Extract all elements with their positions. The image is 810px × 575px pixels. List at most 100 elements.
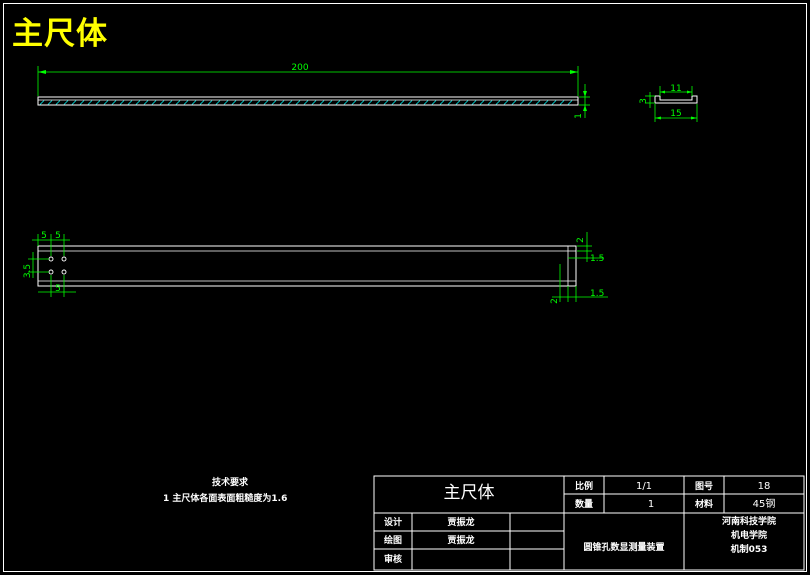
- profile-top-text: 11: [670, 84, 681, 94]
- hatch-line: [271, 100, 277, 105]
- hatch-line: [71, 100, 77, 105]
- hatch-line: [543, 100, 549, 105]
- hatch-line: [183, 100, 189, 105]
- hatch-line: [263, 100, 269, 105]
- hatch-line: [151, 100, 157, 105]
- hatch-line: [127, 100, 133, 105]
- hatch-line: [215, 100, 221, 105]
- length-dim-text: 200: [291, 63, 308, 73]
- hatch-line: [343, 100, 349, 105]
- hatch-line: [255, 100, 261, 105]
- hatch-line: [359, 100, 365, 105]
- tech-item-1: 1 主尺体各面表面粗糙度为1.6: [163, 492, 287, 504]
- tb-drawer: 贾振龙: [447, 534, 474, 546]
- drawing-border: [3, 3, 807, 572]
- hole-bottom-text: 5: [55, 284, 61, 294]
- side-height-text: 1: [574, 113, 584, 119]
- hatch-line: [55, 100, 61, 105]
- right-1-5a-text: 1.5: [590, 254, 604, 264]
- tb-department: 机电学院: [731, 529, 767, 541]
- hatch-line: [535, 100, 541, 105]
- hatch-line: [247, 100, 253, 105]
- profile-top-arrow-right: [687, 90, 692, 94]
- top-view: 5 5 3.5 5 2 1.5 2 1.5: [23, 231, 608, 304]
- hatch-line: [399, 100, 405, 105]
- front-view-body: [37, 96, 579, 106]
- hatch-line: [135, 100, 141, 105]
- hatch-line: [447, 100, 453, 105]
- hatch-line: [503, 100, 509, 105]
- hatch-line: [367, 100, 373, 105]
- height-arrow-top: [583, 91, 587, 97]
- hatch-line: [519, 100, 525, 105]
- tech-heading: 技术要求: [212, 476, 249, 488]
- tb-drawing-no-value: 18: [758, 481, 771, 492]
- hatch-line: [231, 100, 237, 105]
- tb-design-label: 设计: [384, 516, 402, 528]
- tb-project-name: 圆锥孔数显测量装置: [583, 541, 664, 553]
- hatch-line: [351, 100, 357, 105]
- tb-designer: 贾振龙: [447, 516, 474, 528]
- hole-vertical-text: 3.5: [23, 264, 33, 278]
- hatch-line: [335, 100, 341, 105]
- hatch-line: [279, 100, 285, 105]
- right-2b-text: 2: [550, 298, 560, 304]
- hatch-line: [103, 100, 109, 105]
- length-arrow-right: [570, 70, 578, 74]
- hatch-line: [471, 100, 477, 105]
- hole-2: [61, 256, 67, 262]
- hatch-line: [511, 100, 517, 105]
- tb-review-label: 审核: [384, 553, 402, 565]
- title-block: [373, 475, 805, 571]
- hatch-line: [239, 100, 245, 105]
- profile-bottom-arrow-right: [691, 116, 697, 120]
- hatch-line: [439, 100, 445, 105]
- length-arrow-left: [38, 70, 46, 74]
- profile-view: 11 15 3: [639, 84, 698, 122]
- tb-material-label: 材料: [694, 498, 713, 510]
- hatch-line: [79, 100, 85, 105]
- tb-scale-value: 1/1: [636, 481, 652, 492]
- profile-bottom-text: 15: [670, 109, 681, 119]
- front-view-hatch: [39, 100, 573, 105]
- hole-1: [48, 256, 54, 262]
- hatch-line: [111, 100, 117, 105]
- hatch-line: [407, 100, 413, 105]
- height-arrow-bottom: [583, 105, 587, 111]
- hatch-line: [303, 100, 309, 105]
- hatch-line: [39, 100, 45, 105]
- profile-height-text: 3: [639, 98, 649, 104]
- hole-spacing-b-text: 5: [55, 231, 61, 241]
- hatch-line: [375, 100, 381, 105]
- hatch-line: [191, 100, 197, 105]
- hatch-line: [551, 100, 557, 105]
- hatch-line: [319, 100, 325, 105]
- right-2a-text: 2: [576, 237, 586, 243]
- profile-bottom-arrow-left: [655, 116, 661, 120]
- hatch-line: [207, 100, 213, 105]
- profile-top-arrow-left: [660, 90, 665, 94]
- hatch-line: [143, 100, 149, 105]
- top-view-body: [37, 245, 577, 287]
- hatch-line: [495, 100, 501, 105]
- hole-4: [61, 269, 67, 275]
- hatch-line: [159, 100, 165, 105]
- hatch-line: [479, 100, 485, 105]
- right-1-5b-text: 1.5: [590, 289, 604, 299]
- hatch-line: [63, 100, 69, 105]
- front-view: 200 1: [37, 63, 590, 119]
- hatch-line: [487, 100, 493, 105]
- hatch-line: [87, 100, 93, 105]
- hatch-line: [295, 100, 301, 105]
- hatch-line: [223, 100, 229, 105]
- hatch-line: [455, 100, 461, 105]
- tb-class-name: 机制053: [731, 543, 768, 555]
- tb-quantity-label: 数量: [575, 498, 593, 510]
- tb-scale-label: 比例: [575, 480, 593, 492]
- hatch-line: [383, 100, 389, 105]
- hole-spacing-a-text: 5: [41, 231, 47, 241]
- profile-outline: [654, 95, 698, 104]
- hatch-line: [431, 100, 437, 105]
- hatch-line: [567, 100, 573, 105]
